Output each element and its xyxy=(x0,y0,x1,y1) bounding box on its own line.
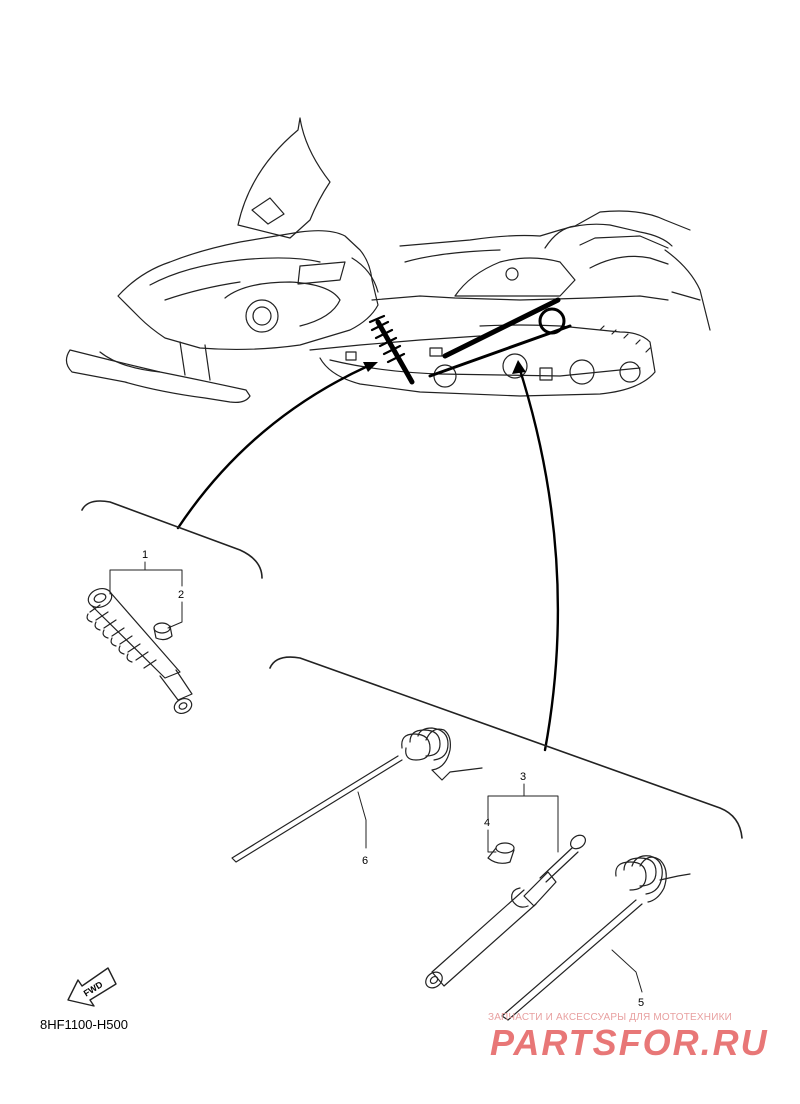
diagram-code: 8HF1100-H500 xyxy=(40,1017,128,1032)
front-shock-absorber xyxy=(86,587,193,714)
rear-shock-location xyxy=(428,297,572,378)
leader-lines xyxy=(109,561,643,993)
callout-4: 4 xyxy=(484,817,490,829)
torsion-spring-part-5 xyxy=(501,855,691,1021)
fwd-arrow-icon xyxy=(67,967,117,1007)
watermark-tagline: ЗАПЧАСТИ И АКСЕССУАРЫ ДЛЯ МОТОТЕХНИКИ xyxy=(488,1012,733,1023)
callout-2: 2 xyxy=(178,589,184,601)
watermark-brand: PARTSFOR.RU xyxy=(490,1022,769,1063)
callout-6: 6 xyxy=(362,855,368,867)
front-shock-location xyxy=(368,314,415,385)
rear-shock-absorber xyxy=(425,834,587,989)
bushing-part-4 xyxy=(487,842,515,864)
detail-frame-front xyxy=(81,500,263,579)
shock-cap-part-2 xyxy=(153,622,173,641)
detail-frame-rear xyxy=(269,656,743,839)
callout-arrows xyxy=(176,364,560,752)
callout-3: 3 xyxy=(520,771,526,783)
snowmobile-drawing xyxy=(65,117,711,403)
fwd-label: FWD xyxy=(82,979,105,999)
torsion-spring-part-6 xyxy=(231,727,483,863)
callout-1: 1 xyxy=(142,549,148,561)
callout-5: 5 xyxy=(638,997,644,1009)
